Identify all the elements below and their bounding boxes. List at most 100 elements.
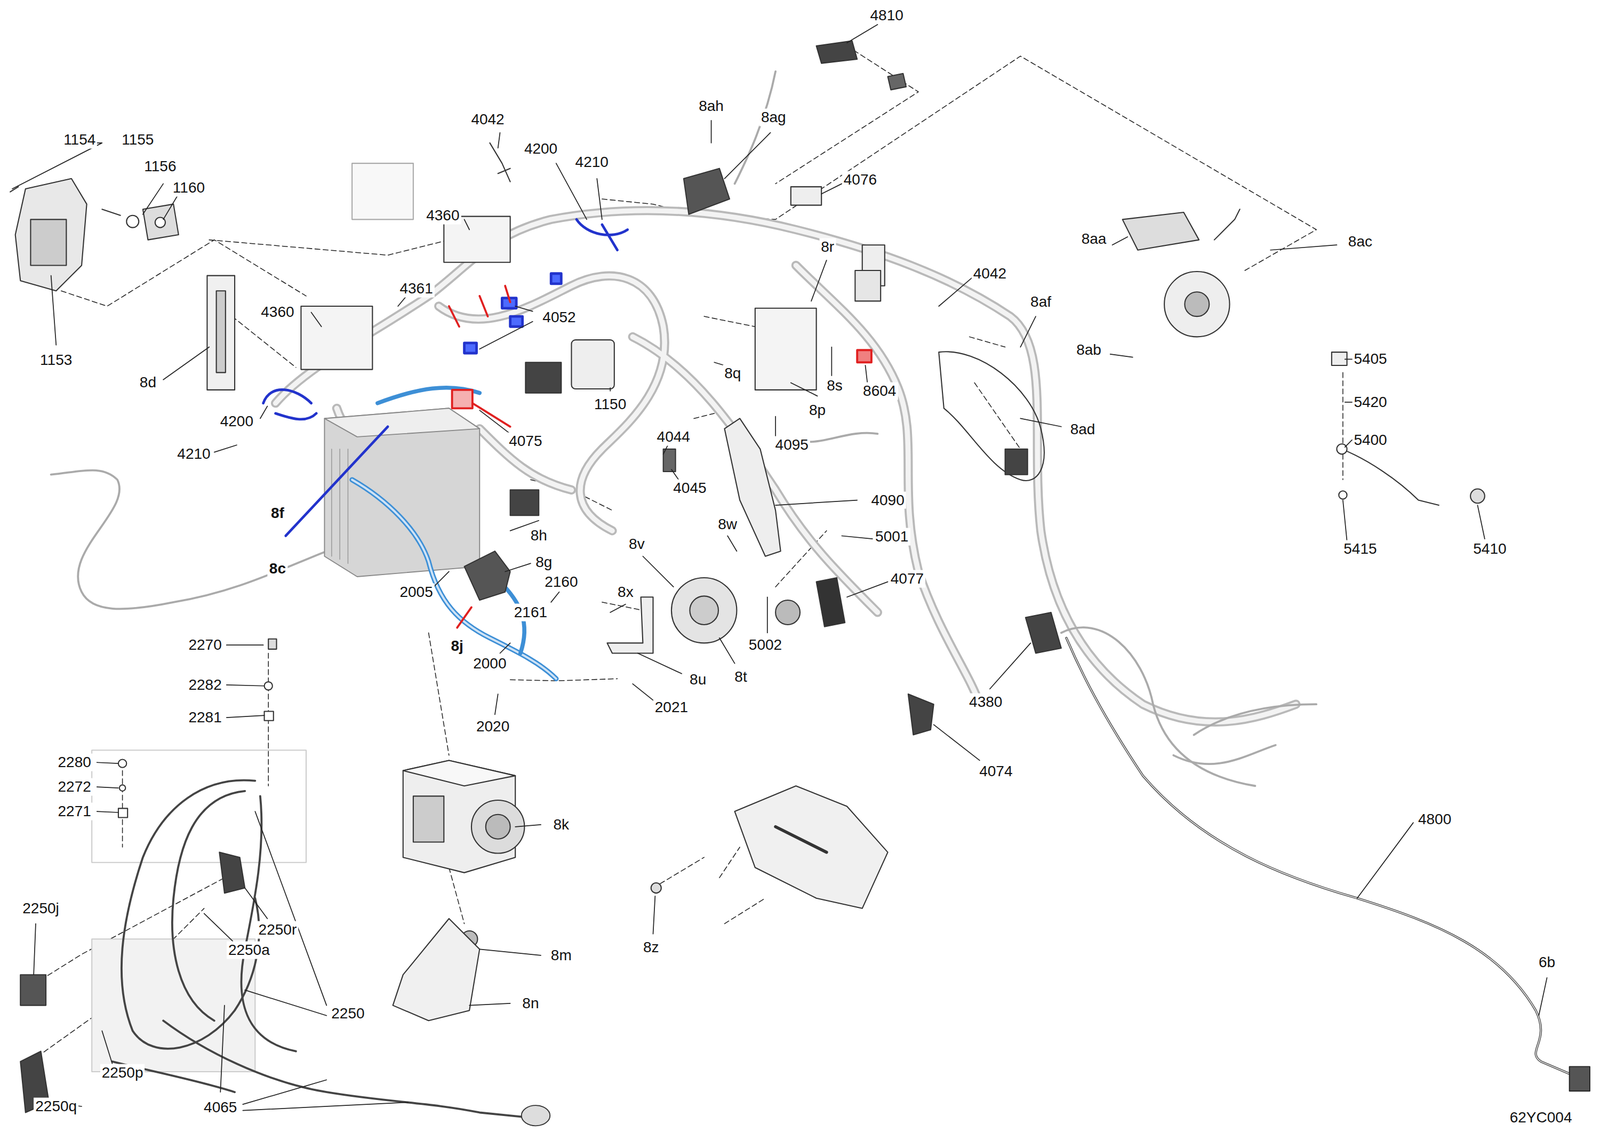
illustration-line xyxy=(268,638,277,650)
illustration-line xyxy=(775,600,800,625)
illustration-line xyxy=(413,795,444,842)
callout-number: 8h xyxy=(529,526,549,545)
illustration-line xyxy=(352,163,414,220)
illustration-line xyxy=(710,120,712,143)
illustration-line xyxy=(30,219,67,266)
illustration-line xyxy=(51,470,327,610)
callout-number: 8p xyxy=(807,401,828,420)
illustration-line xyxy=(1470,488,1485,503)
illustration-line xyxy=(1338,490,1347,499)
callout-number: 4210 xyxy=(573,153,611,172)
callout-number: 4360 xyxy=(259,303,296,322)
callout-number: 8af xyxy=(1028,293,1053,311)
illustration-line xyxy=(260,405,268,419)
illustration-line xyxy=(1357,822,1414,899)
callout-number: 8s xyxy=(825,377,845,395)
illustration-line xyxy=(216,290,226,373)
illustration-line xyxy=(719,637,735,664)
illustration-line xyxy=(324,408,480,577)
callout-number: 1153 xyxy=(38,351,74,370)
illustration-line xyxy=(464,342,477,354)
illustration-line xyxy=(1025,612,1062,654)
illustration-line xyxy=(865,365,868,383)
illustration-line xyxy=(1342,500,1348,542)
illustration-line xyxy=(550,592,559,603)
illustration-line xyxy=(300,306,373,370)
callout-number: 1150 xyxy=(592,395,628,413)
callout-number: 4052 xyxy=(540,308,578,327)
illustration-line xyxy=(821,183,842,194)
illustration-line xyxy=(479,948,541,955)
illustration-line xyxy=(724,132,771,179)
illustration-line xyxy=(220,1005,408,1111)
illustration-line xyxy=(846,581,888,598)
callout-number: 4076 xyxy=(842,170,879,189)
illustration-line xyxy=(642,556,674,587)
callout-number: 2280 xyxy=(56,753,93,772)
callout-number: 8c xyxy=(267,559,288,578)
callout-number: 5001 xyxy=(873,528,910,546)
illustration-line xyxy=(285,426,388,536)
illustration-line xyxy=(1110,354,1133,358)
illustration-line xyxy=(505,563,531,572)
illustration-line xyxy=(671,577,737,643)
callout-number: 62YC004 xyxy=(1508,1108,1574,1127)
illustration-line xyxy=(637,653,682,674)
illustration-line xyxy=(112,780,531,1118)
illustration-line xyxy=(795,265,980,704)
callout-number: 2250r xyxy=(257,921,299,939)
callout-number: 4042 xyxy=(469,110,506,128)
illustration-line xyxy=(525,362,562,393)
illustration-line xyxy=(550,273,562,284)
callout-number: 5410 xyxy=(1471,540,1508,558)
illustration-line xyxy=(1066,637,1577,1077)
illustration-line xyxy=(172,790,245,1021)
illustration-line xyxy=(1345,358,1352,360)
callout-number: 2000 xyxy=(471,654,508,672)
callout-number: 4210 xyxy=(175,445,212,463)
illustration-line xyxy=(724,898,766,924)
illustration-line xyxy=(1341,449,1439,506)
illustration-line xyxy=(969,336,1006,347)
illustration-line xyxy=(97,786,119,788)
illustration-line xyxy=(719,846,740,878)
callout-number: 2250a xyxy=(226,941,272,959)
illustration-line xyxy=(163,347,210,380)
callout-number: 1160 xyxy=(171,179,207,197)
illustration-line xyxy=(119,784,126,791)
illustration-line xyxy=(1173,745,1276,765)
illustration-line xyxy=(1345,440,1352,447)
callout-number: 4045 xyxy=(671,478,708,497)
callout-number: 8d xyxy=(138,373,158,392)
illustration-line xyxy=(142,183,164,214)
callout-number: 1156 xyxy=(142,157,178,175)
illustration-line xyxy=(609,387,611,391)
illustration-line xyxy=(775,500,858,506)
illustration-line xyxy=(811,260,827,302)
illustration-line xyxy=(20,974,46,1005)
illustration-line xyxy=(263,389,317,420)
callout-number: 2021 xyxy=(653,698,690,717)
callout-number: 4200 xyxy=(218,412,255,431)
illustration-line xyxy=(263,219,628,536)
callout-number: 8x xyxy=(616,582,636,601)
illustration-line xyxy=(610,604,626,613)
illustration-line xyxy=(766,596,768,633)
illustration-line xyxy=(938,275,975,307)
illustration-line xyxy=(500,642,511,653)
callout-number: 2282 xyxy=(186,675,223,694)
illustration-line xyxy=(1345,401,1352,403)
illustration-line xyxy=(449,867,465,924)
illustration-line xyxy=(449,285,511,327)
illustration-line xyxy=(671,469,679,480)
illustration-line xyxy=(264,681,273,690)
illustration-line xyxy=(163,194,179,220)
illustration-line xyxy=(97,762,119,764)
illustration-line xyxy=(479,306,533,349)
illustration-line xyxy=(1270,244,1337,251)
illustration-line xyxy=(118,808,128,818)
illustration-line xyxy=(30,45,1343,1062)
illustration-line xyxy=(209,240,450,256)
callout-number: 2250p xyxy=(100,1063,146,1082)
